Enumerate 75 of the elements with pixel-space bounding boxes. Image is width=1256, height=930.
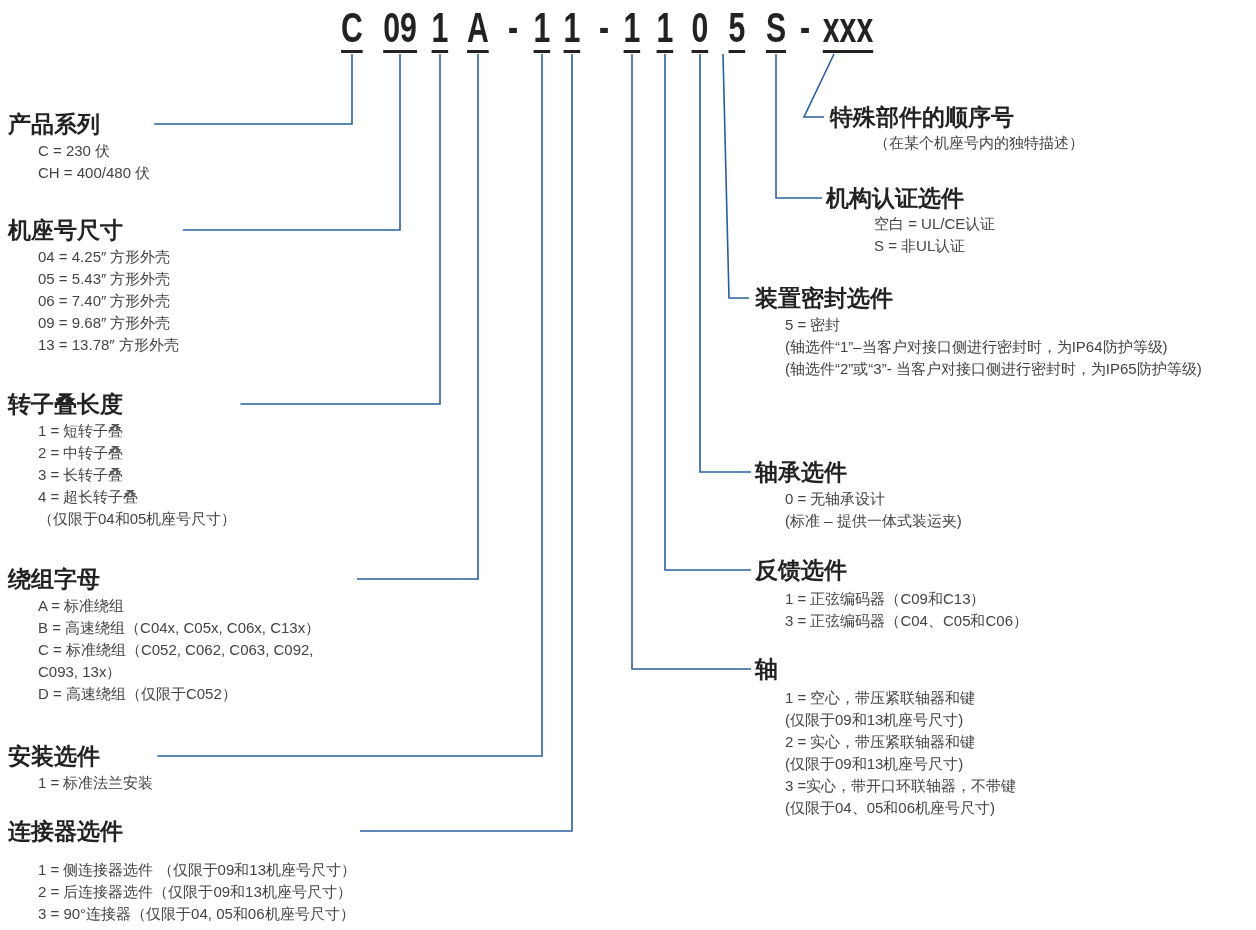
- code-character: C: [341, 6, 363, 53]
- option-text: CH = 400/480 伏: [37, 163, 151, 183]
- option-text: 空白 = UL/CE认证: [873, 214, 996, 234]
- option-text: C = 标准绕组（C052, C062, C063, C092, C093, 13x）: [37, 640, 315, 682]
- option-text: A = 标准绕组: [37, 596, 126, 616]
- leader-line: [631, 53, 752, 670]
- code-character: A: [467, 6, 489, 53]
- option-text: B = 高速绕组（C04x, C05x, C06x, C13x）: [37, 618, 322, 638]
- separator-dash: -: [507, 6, 519, 50]
- leader-line: [699, 53, 752, 473]
- leader-line: [239, 53, 441, 405]
- option-text: 05 = 5.43″ 方形外壳: [37, 269, 172, 289]
- heading: 绕组字母: [8, 565, 101, 593]
- leader-line: [156, 53, 543, 757]
- leader-line: [359, 53, 573, 832]
- option-text: 1 = 标准法兰安装: [37, 773, 154, 793]
- option-text: （仅限于04和05机座号尺寸）: [37, 509, 237, 529]
- heading: 产品系列: [8, 110, 101, 138]
- option-text: 1 = 短转子叠: [37, 421, 125, 441]
- heading: 轴承选件: [755, 458, 848, 486]
- option-text: 13 = 13.78″ 方形外壳: [37, 335, 179, 355]
- code-character: 1: [656, 6, 674, 53]
- option-text: (轴选件“2”或“3”- 当客户对接口侧进行密封时，为IP65防护等级): [784, 359, 1203, 379]
- option-text: 5 = 密封: [784, 315, 842, 335]
- code-character: 1: [623, 6, 641, 53]
- option-text: 09 = 9.68″ 方形外壳: [37, 313, 172, 333]
- option-text: 3 = 长转子叠: [37, 465, 125, 485]
- code-character: 1: [563, 6, 581, 53]
- leader-line: [722, 53, 750, 299]
- option-text: 2 = 后连接器选件（仅限于09和13机座号尺寸）: [37, 882, 353, 902]
- option-text: 0 = 无轴承设计: [784, 489, 887, 509]
- option-text: S = 非UL认证: [873, 236, 967, 256]
- leader-line: [153, 53, 353, 125]
- code-character: 1: [431, 6, 449, 53]
- option-text: (标准 – 提供一体式装运夹): [784, 511, 962, 531]
- option-text: 06 = 7.40″ 方形外壳: [37, 291, 172, 311]
- code-character: 5: [728, 6, 746, 53]
- heading: 转子叠长度: [8, 390, 124, 418]
- leader-line: [182, 53, 401, 231]
- separator-dash: -: [799, 6, 811, 50]
- option-text: (仅限于09和13机座号尺寸): [784, 710, 965, 730]
- code-character: xxx: [822, 6, 874, 53]
- option-text: 3 = 正弦编码器（C04、C05和C06）: [784, 611, 1028, 631]
- heading: 轴: [755, 655, 779, 683]
- option-text: 1 = 空心，带压紧联轴器和键: [784, 688, 977, 708]
- option-text: 4 = 超长转子叠: [37, 487, 140, 507]
- option-text: 1 = 正弦编码器（C09和C13）: [784, 589, 987, 609]
- code-character: 0: [691, 6, 709, 53]
- option-text: (仅限于09和13机座号尺寸): [784, 754, 965, 774]
- heading: 装置密封选件: [755, 284, 894, 312]
- option-text: （在某个机座号内的独特描述）: [873, 133, 1084, 153]
- option-text: (轴选件“1”–当客户对接口侧进行密封时，为IP64防护等级): [784, 337, 1169, 357]
- heading: 机座号尺寸: [8, 216, 124, 244]
- heading: 反馈选件: [755, 556, 848, 584]
- option-text: (仅限于04、05和06机座号尺寸): [784, 798, 997, 818]
- separator-dash: -: [598, 6, 610, 50]
- leader-line: [775, 53, 823, 199]
- leader-line: [664, 53, 752, 571]
- option-text: 1 = 侧连接器选件 （仅限于09和13机座号尺寸）: [37, 860, 356, 880]
- option-text: C = 230 伏: [37, 141, 112, 161]
- code-character: S: [765, 6, 787, 53]
- option-text: 04 = 4.25″ 方形外壳: [37, 247, 172, 267]
- heading: 安装选件: [8, 742, 101, 770]
- leader-line: [356, 53, 479, 580]
- leader-line: [802, 53, 835, 118]
- heading: 特殊部件的顺序号: [830, 103, 1015, 131]
- option-text: D = 高速绕组（仅限于C052）: [37, 684, 238, 704]
- code-character: 1: [533, 6, 551, 53]
- option-text: 3 = 90°连接器（仅限于04, 05和06机座号尺寸）: [37, 904, 356, 924]
- heading: 机构认证选件: [826, 184, 965, 212]
- option-text: 2 = 实心，带压紧联轴器和键: [784, 732, 977, 752]
- option-text: 2 = 中转子叠: [37, 443, 125, 463]
- option-text: 3 =实心，带开口环联轴器，不带键: [784, 776, 1017, 796]
- code-character: 09: [383, 6, 417, 53]
- heading: 连接器选件: [8, 817, 124, 845]
